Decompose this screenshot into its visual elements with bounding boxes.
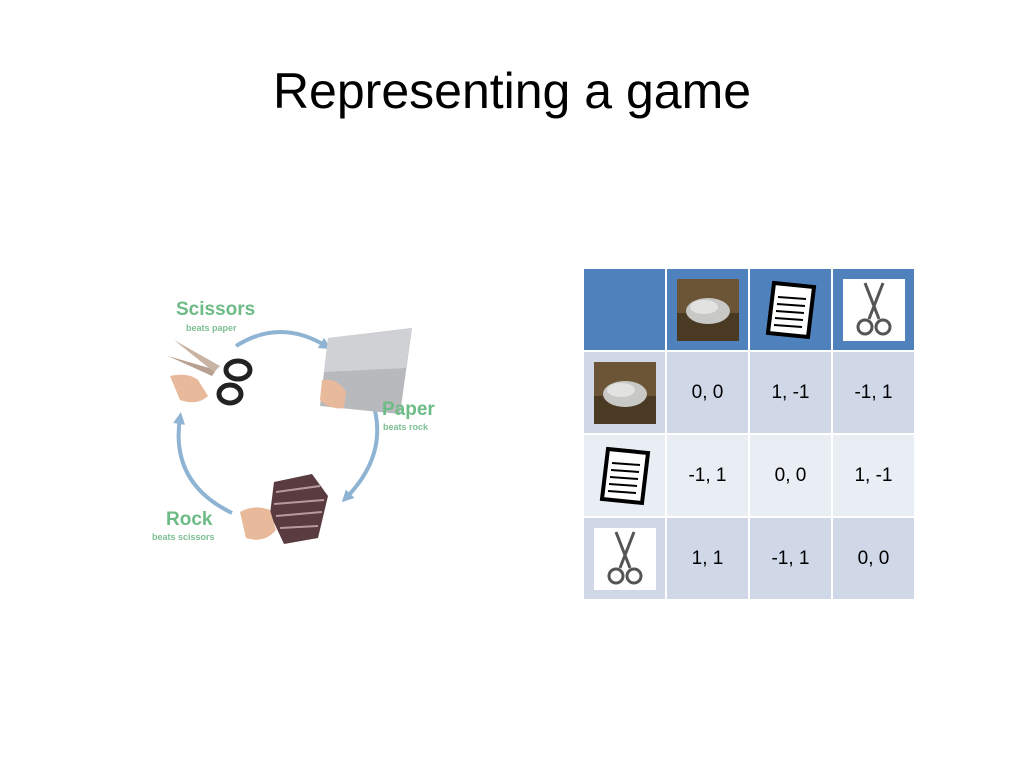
payoff-cell: 1, -1 [831, 433, 916, 518]
rock-photo [240, 474, 328, 544]
column-header-rock [665, 267, 750, 352]
scissors-icon [842, 278, 905, 341]
corner-cell [582, 267, 667, 352]
payoff-cell: 1, 1 [665, 516, 750, 601]
cycle-graphic [168, 328, 412, 544]
rock-sub: beats scissors [152, 532, 215, 542]
scissors-sub: beats paper [186, 323, 237, 333]
payoff-cell: -1, 1 [831, 350, 916, 435]
arrow-scissors-to-paper [234, 330, 332, 350]
paper-photo [320, 328, 412, 414]
paper-label: Paper [382, 399, 435, 420]
payoff-row-scissors: 1, 1 -1, 1 0, 0 [582, 516, 916, 601]
scissors-icon [593, 527, 656, 590]
rock-icon [593, 361, 656, 424]
payoff-row-rock: 0, 0 1, -1 -1, 1 [582, 350, 916, 435]
arrow-rock-to-scissors [173, 412, 233, 515]
paper-sub: beats rock [383, 422, 429, 432]
paper-icon [594, 445, 656, 507]
column-header-paper [748, 267, 833, 352]
row-header-paper [582, 433, 667, 518]
payoff-cell: 1, -1 [748, 350, 833, 435]
payoff-cell: -1, 1 [748, 516, 833, 601]
payoff-cell: 0, 0 [831, 516, 916, 601]
payoff-cell: -1, 1 [665, 433, 750, 518]
header-row [582, 267, 916, 352]
arrow-paper-to-rock [341, 399, 380, 503]
rock-icon [676, 278, 739, 341]
rock-label: Rock [166, 509, 213, 530]
row-header-scissors [582, 516, 667, 601]
scissors-label: Scissors [176, 299, 256, 320]
row-header-rock [582, 350, 667, 435]
paper-icon [760, 279, 822, 341]
rps-cycle-diagram: Scissors beats paper Paper beats rock Ro… [140, 288, 460, 558]
slide-title: Representing a game [272, 63, 752, 119]
payoff-matrix: 0, 0 1, -1 -1, 1 -1, 1 0, 0 1, -1 [582, 267, 916, 601]
scissors-photo [168, 340, 253, 406]
payoff-cell: 0, 0 [748, 433, 833, 518]
column-header-scissors [831, 267, 916, 352]
payoff-cell: 0, 0 [665, 350, 750, 435]
payoff-row-paper: -1, 1 0, 0 1, -1 [582, 433, 916, 518]
